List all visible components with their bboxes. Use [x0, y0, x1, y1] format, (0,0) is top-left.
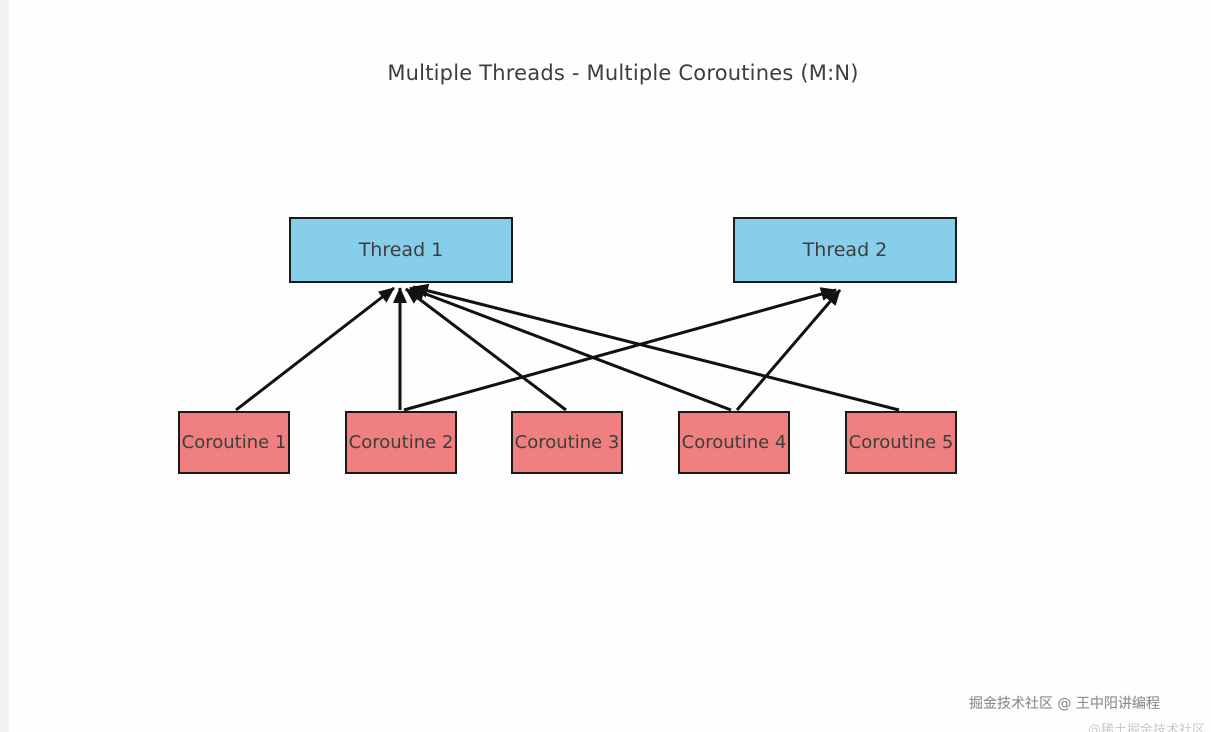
arrow-coroutine1-to-thread1: [235, 286, 395, 412]
arrow-coroutine3-to-thread1: [405, 287, 567, 412]
arrow-coroutine2-to-thread2: [403, 287, 837, 412]
coroutine-4-box: Coroutine 4: [678, 411, 790, 474]
coroutine-5-box: Coroutine 5: [845, 411, 957, 474]
arrow-coroutine5-to-thread1: [412, 283, 900, 412]
arrow-coroutine4-to-thread2: [735, 289, 842, 411]
arrow-coroutine4-to-thread1: [409, 286, 732, 412]
coroutine-2-box: Coroutine 2: [345, 411, 457, 474]
thread-1-box: Thread 1: [289, 217, 513, 283]
watermark-community-credit: 掘金技术社区 @ 王中阳讲编程: [969, 696, 1160, 712]
coroutine-3-box: Coroutine 3: [511, 411, 623, 474]
thread-2-box: Thread 2: [733, 217, 957, 283]
page-left-margin-strip: [0, 0, 9, 732]
coroutine-1-box: Coroutine 1: [178, 411, 290, 474]
watermark-community-credit-faint: @稀土掘金技术社区: [1087, 723, 1205, 732]
diagram-title: Multiple Threads - Multiple Coroutines (…: [387, 61, 859, 85]
